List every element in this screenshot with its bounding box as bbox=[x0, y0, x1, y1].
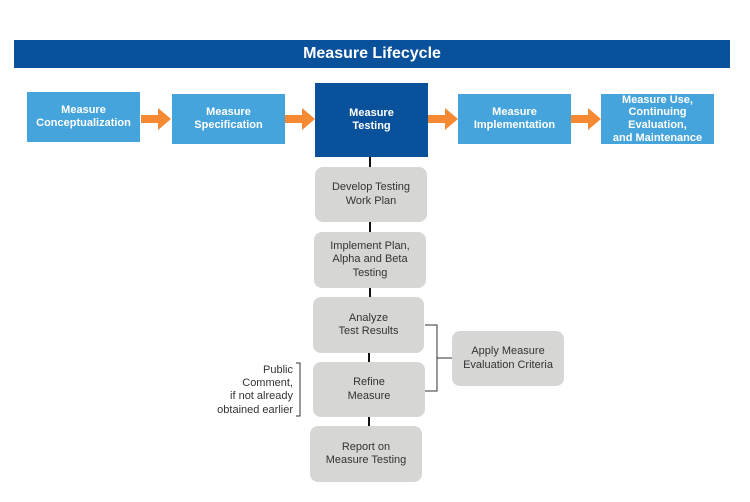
phase-implementation: Measure Implementation bbox=[458, 94, 571, 144]
arrow-right-icon bbox=[428, 108, 458, 130]
phase-conceptualization: Measure Conceptualization bbox=[27, 92, 140, 142]
bracket-public-comment bbox=[296, 362, 301, 417]
bracket-evaluation bbox=[425, 324, 438, 392]
public-comment-note: Public Comment, if not already obtained … bbox=[217, 364, 293, 416]
phase-testing: Measure Testing bbox=[315, 83, 428, 157]
arrow-right-icon bbox=[571, 108, 601, 130]
step-apply-evaluation-criteria: Apply Measure Evaluation Criteria bbox=[452, 331, 564, 386]
diagram-title-banner: Measure Lifecycle bbox=[14, 40, 730, 68]
step-develop-testing-work-plan: Develop Testing Work Plan bbox=[315, 167, 427, 222]
step-report-on-measure-testing: Report on Measure Testing bbox=[310, 426, 422, 482]
diagram-title: Measure Lifecycle bbox=[303, 45, 441, 62]
step-implement-plan: Implement Plan, Alpha and Beta Testing bbox=[314, 232, 426, 288]
step-analyze-test-results: Analyze Test Results bbox=[313, 297, 424, 353]
phase-use-evaluation-maintenance: Measure Use, Continuing Evaluation, and … bbox=[601, 94, 714, 144]
phase-specification: Measure Specification bbox=[172, 94, 285, 144]
arrow-right-icon bbox=[285, 108, 315, 130]
step-refine-measure: Refine Measure bbox=[313, 362, 425, 417]
arrow-right-icon bbox=[141, 108, 171, 130]
